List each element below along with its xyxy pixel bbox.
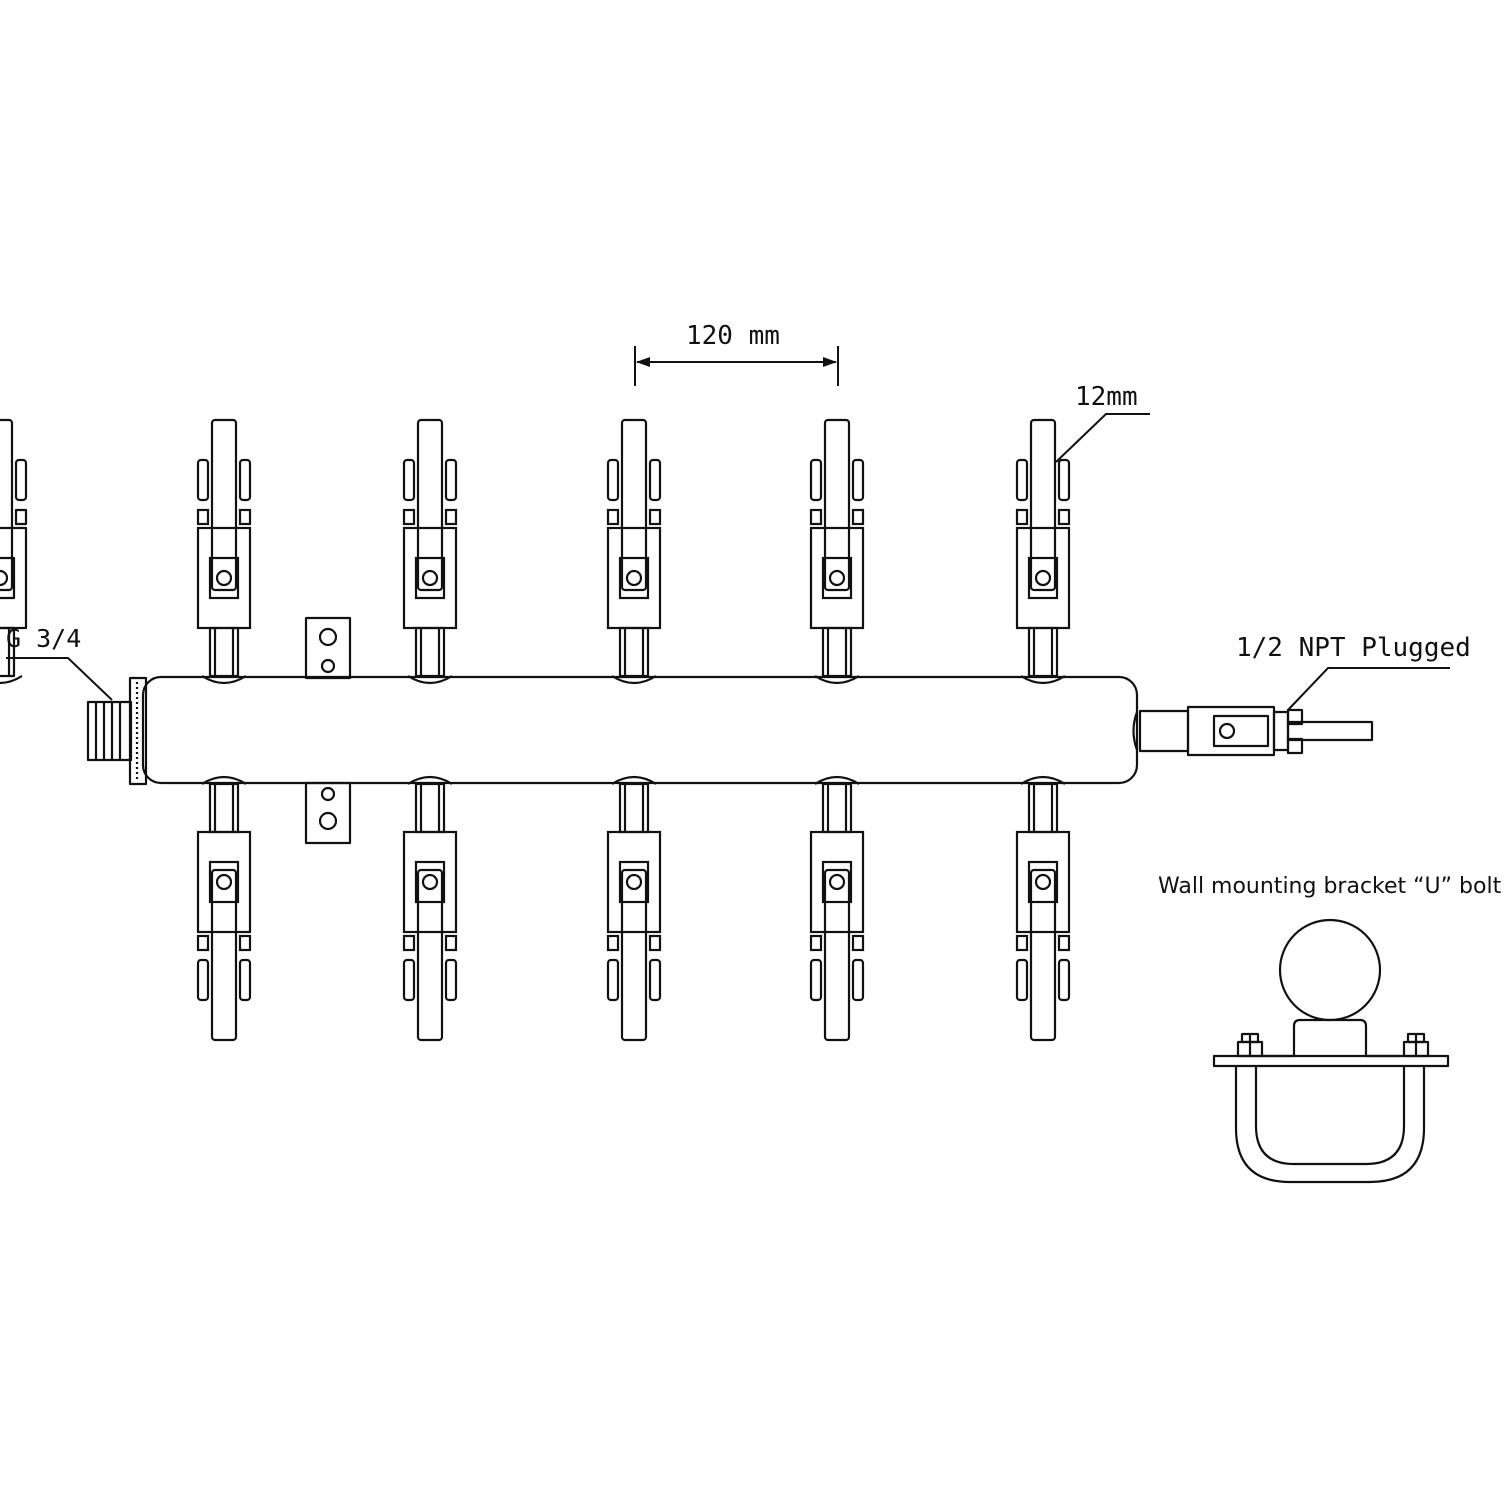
spacing-label: 120 mm — [686, 321, 780, 351]
bracket-plate-bottom — [304, 781, 352, 845]
inlet-thread-label: G 3/4 — [6, 624, 82, 653]
end-plug-label: 1/2 NPT Plugged — [1236, 633, 1471, 663]
nut-left — [1236, 1032, 1264, 1058]
nut-right — [1402, 1032, 1430, 1058]
bracket-label: Wall mounting bracket “U” bolt — [1158, 874, 1502, 899]
valve-assembly — [0, 418, 28, 685]
tube-diameter-label: 12mm — [1075, 382, 1138, 412]
end-plug-fitting — [1132, 705, 1374, 757]
u-bolt-detail — [1212, 918, 1450, 1184]
spacing-dimension — [634, 346, 839, 386]
leader-line-tube — [1055, 413, 1150, 463]
manifold-body — [141, 675, 1139, 785]
inlet-fitting — [86, 676, 148, 786]
bracket-plate-top — [304, 616, 352, 680]
leader-line-inlet — [6, 657, 113, 701]
pipe-section — [1278, 918, 1382, 1022]
leader-line-plug — [1287, 667, 1450, 711]
